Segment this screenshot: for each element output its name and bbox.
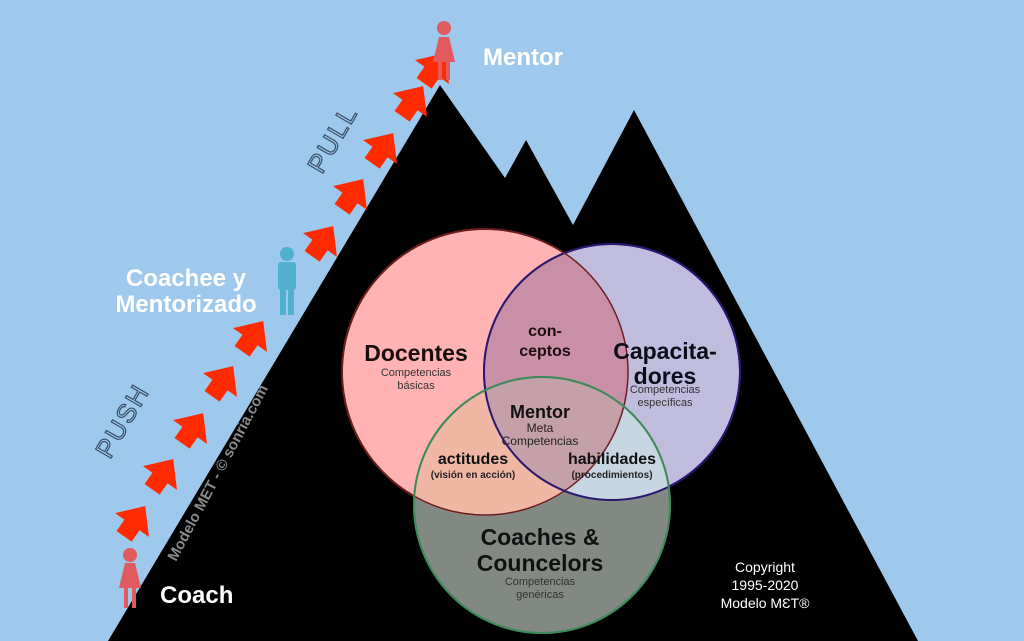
female-figure-top-icon [433, 21, 455, 80]
coaches-sub2: genéricas [516, 589, 564, 601]
actitudes-title: actitudes [437, 451, 509, 468]
female-figure-bottom-icon [119, 548, 141, 608]
mentor-center-sub2: Competencias [501, 434, 579, 448]
habilidades-sub: (procedimientos) [571, 470, 653, 481]
role-coachee-line1: Coachee y [125, 265, 247, 292]
capacitadores-title1: Capacita- [613, 338, 717, 364]
copyright-line3: Modelo MƐT® [720, 595, 810, 611]
copyright-line1: Copyright [735, 559, 795, 575]
habilidades-title: habilidades [567, 451, 657, 468]
capacitadores-sub2: específicas [637, 397, 693, 409]
docentes-sub1: Competencias [380, 367, 452, 379]
docentes-title: Docentes [364, 340, 468, 366]
copyright-block: Copyright 1995-2020 Modelo MƐT® [705, 558, 825, 612]
capacitadores-block: Capacita- dores Competencias específicas [600, 338, 730, 410]
role-coachee-line2: Mentorizado [115, 291, 257, 318]
docentes-block: Docentes Competencias básicas [356, 340, 476, 393]
role-mentor-label: Mentor [483, 44, 563, 71]
actitudes-block: actitudes (visión en acción) [418, 450, 528, 483]
habilidades-block: habilidades (procedimientos) [556, 450, 668, 483]
climb-arrow-icon [143, 459, 177, 495]
climb-arrow-icon [203, 366, 237, 402]
climb-arrow-icon [333, 179, 367, 215]
climb-arrow-icon [303, 226, 337, 262]
climb-arrow-icon [415, 53, 449, 89]
male-figure-middle-icon [278, 247, 296, 315]
overlap-center-mentor [484, 377, 628, 500]
climb-arrow-icon [393, 86, 427, 122]
push-label: PUSH [89, 379, 155, 463]
actitudes-sub: (visión en acción) [430, 470, 516, 481]
coaches-title1: Coaches & [480, 524, 600, 550]
capacitadores-title2: dores [633, 363, 697, 389]
climb-arrow-icon [233, 321, 267, 357]
mentor-center-title: Mentor [510, 402, 570, 422]
pull-label: PULL [301, 100, 364, 178]
coaches-block: Coaches & Councelors Competencias genéri… [460, 524, 620, 602]
circle-coaches-outline [413, 376, 671, 634]
copyright-line2: 1995-2020 [731, 577, 799, 593]
conceptos-block: con- ceptos [510, 322, 580, 362]
role-coach-label: Coach [160, 582, 234, 609]
coaches-title2: Councelors [476, 550, 604, 576]
mentor-center-block: Mentor Meta Competencias [490, 402, 590, 448]
conceptos-line2: ceptos [519, 343, 571, 360]
climb-arrow-icon [173, 413, 207, 449]
capacitadores-sub1: Competencias [629, 384, 701, 396]
conceptos-line1: con- [528, 323, 562, 340]
climb-arrow-icon [115, 506, 149, 542]
climb-arrow-icon [363, 133, 397, 169]
coaches-sub1: Competencias [504, 576, 576, 588]
docentes-sub2: básicas [397, 380, 435, 392]
mentor-center-sub1: Meta [526, 421, 554, 435]
role-coachee-label: Coachee y Mentorizado [96, 266, 276, 318]
